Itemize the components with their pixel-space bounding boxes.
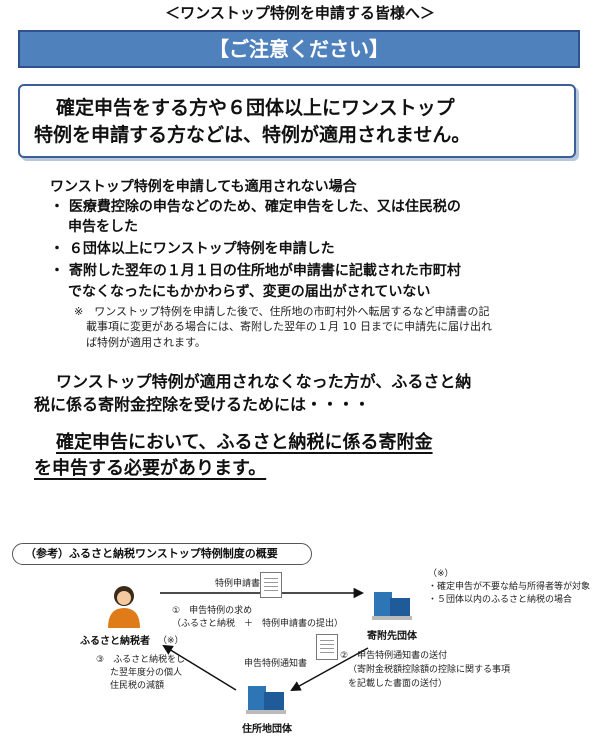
- condition-item-3-cont: でなくなったにもかかわらず、変更の届出がされていない: [68, 284, 431, 300]
- condition-item-2: ・ ６団体以上にワンストップ特例を申請した: [50, 241, 335, 257]
- step3-line-2: た翌年度分の個人: [110, 668, 183, 678]
- diagram-title: （参考）ふるさと納税ワンストップ特例制度の概要: [12, 543, 312, 565]
- donor-label: ふるさと納税者: [80, 636, 150, 647]
- caution-banner: 【ご注意ください】: [18, 30, 580, 68]
- para2-line-2: を申告する必要があります。: [34, 458, 267, 479]
- notification-document-icon: [316, 634, 338, 660]
- step2-line-1: ② 申告特例通知書の送付: [340, 651, 448, 661]
- step2-line-3: を記載した書面の送付）: [348, 679, 448, 689]
- step1-line-1: ① 申告特例の求め: [172, 606, 253, 616]
- step3-line-3: 住民税の減額: [110, 681, 165, 691]
- note-mark: （※）: [428, 569, 454, 579]
- condition-note-1: ※ ワンストップ特例を申請した後で、住所地の市町村外へ転居するなど申請書の記: [74, 305, 490, 318]
- page-title: ＜ワンストップ特例を申請する皆様へ＞: [165, 4, 435, 22]
- arrow-recipient-to-residence: [290, 647, 369, 692]
- condition-item-3: ・ 寄附した翌年の１月１日の住所地が申請書に記載された市町村: [50, 263, 461, 279]
- notice-line-2: 特例を申請する方などは、特例が適用されません。: [34, 124, 471, 146]
- residence-label: 住所地団体: [242, 724, 292, 735]
- notice-line-1: 確定申告をする方や６団体以上にワンストップ: [56, 97, 455, 119]
- conditions-heading: ワンストップ特例を申請しても適用されない場合: [50, 179, 357, 195]
- condition-note-3: ば特例が適用されます。: [86, 336, 206, 349]
- step3-line-1: ③ ふるさと納税をし: [96, 655, 186, 665]
- condition-note-2: 載事項に変更がある場合には、寄附した翌年の１月 10 日までに申請先に届け出れ: [86, 320, 492, 333]
- condition-item-1: ・ 医療費控除の申告などのため、確定申告をした、又は住民税の: [50, 199, 461, 215]
- doc2-label: 申告特例通知書: [244, 659, 308, 669]
- notice-box: [18, 84, 576, 158]
- doc1-label: 特例申請書: [215, 579, 261, 589]
- step2-line-2: （寄附金税額控除額の控除に関する事項: [348, 665, 511, 675]
- recipient-building-icon: [372, 592, 412, 620]
- donor-person-icon: [108, 586, 140, 628]
- step1-line-2: （ふるさと納税 ＋ 特例申請書の提出）: [172, 619, 344, 629]
- para1-line-2: 税に係る寄附金控除を受けるためには・・・・: [34, 395, 371, 414]
- residence-building-icon: [246, 686, 286, 714]
- note-2: ・５団体以内のふるさと納税の場合: [428, 595, 573, 605]
- arrow-residence-to-donor: [162, 644, 237, 691]
- application-document-icon: [260, 572, 282, 598]
- note-1: ・確定申告が不要な給与所得者等が対象: [428, 582, 591, 592]
- para2-line-1: 確定申告において、ふるさと納税に係る寄附金: [56, 432, 433, 453]
- donor-note: （※）: [158, 636, 184, 646]
- recipient-label: 寄附先団体: [367, 631, 417, 642]
- condition-item-1-cont: 申告をした: [68, 219, 138, 235]
- para1-line-1: ワンストップ特例が適用されなくなった方が、ふるさと納: [56, 372, 472, 391]
